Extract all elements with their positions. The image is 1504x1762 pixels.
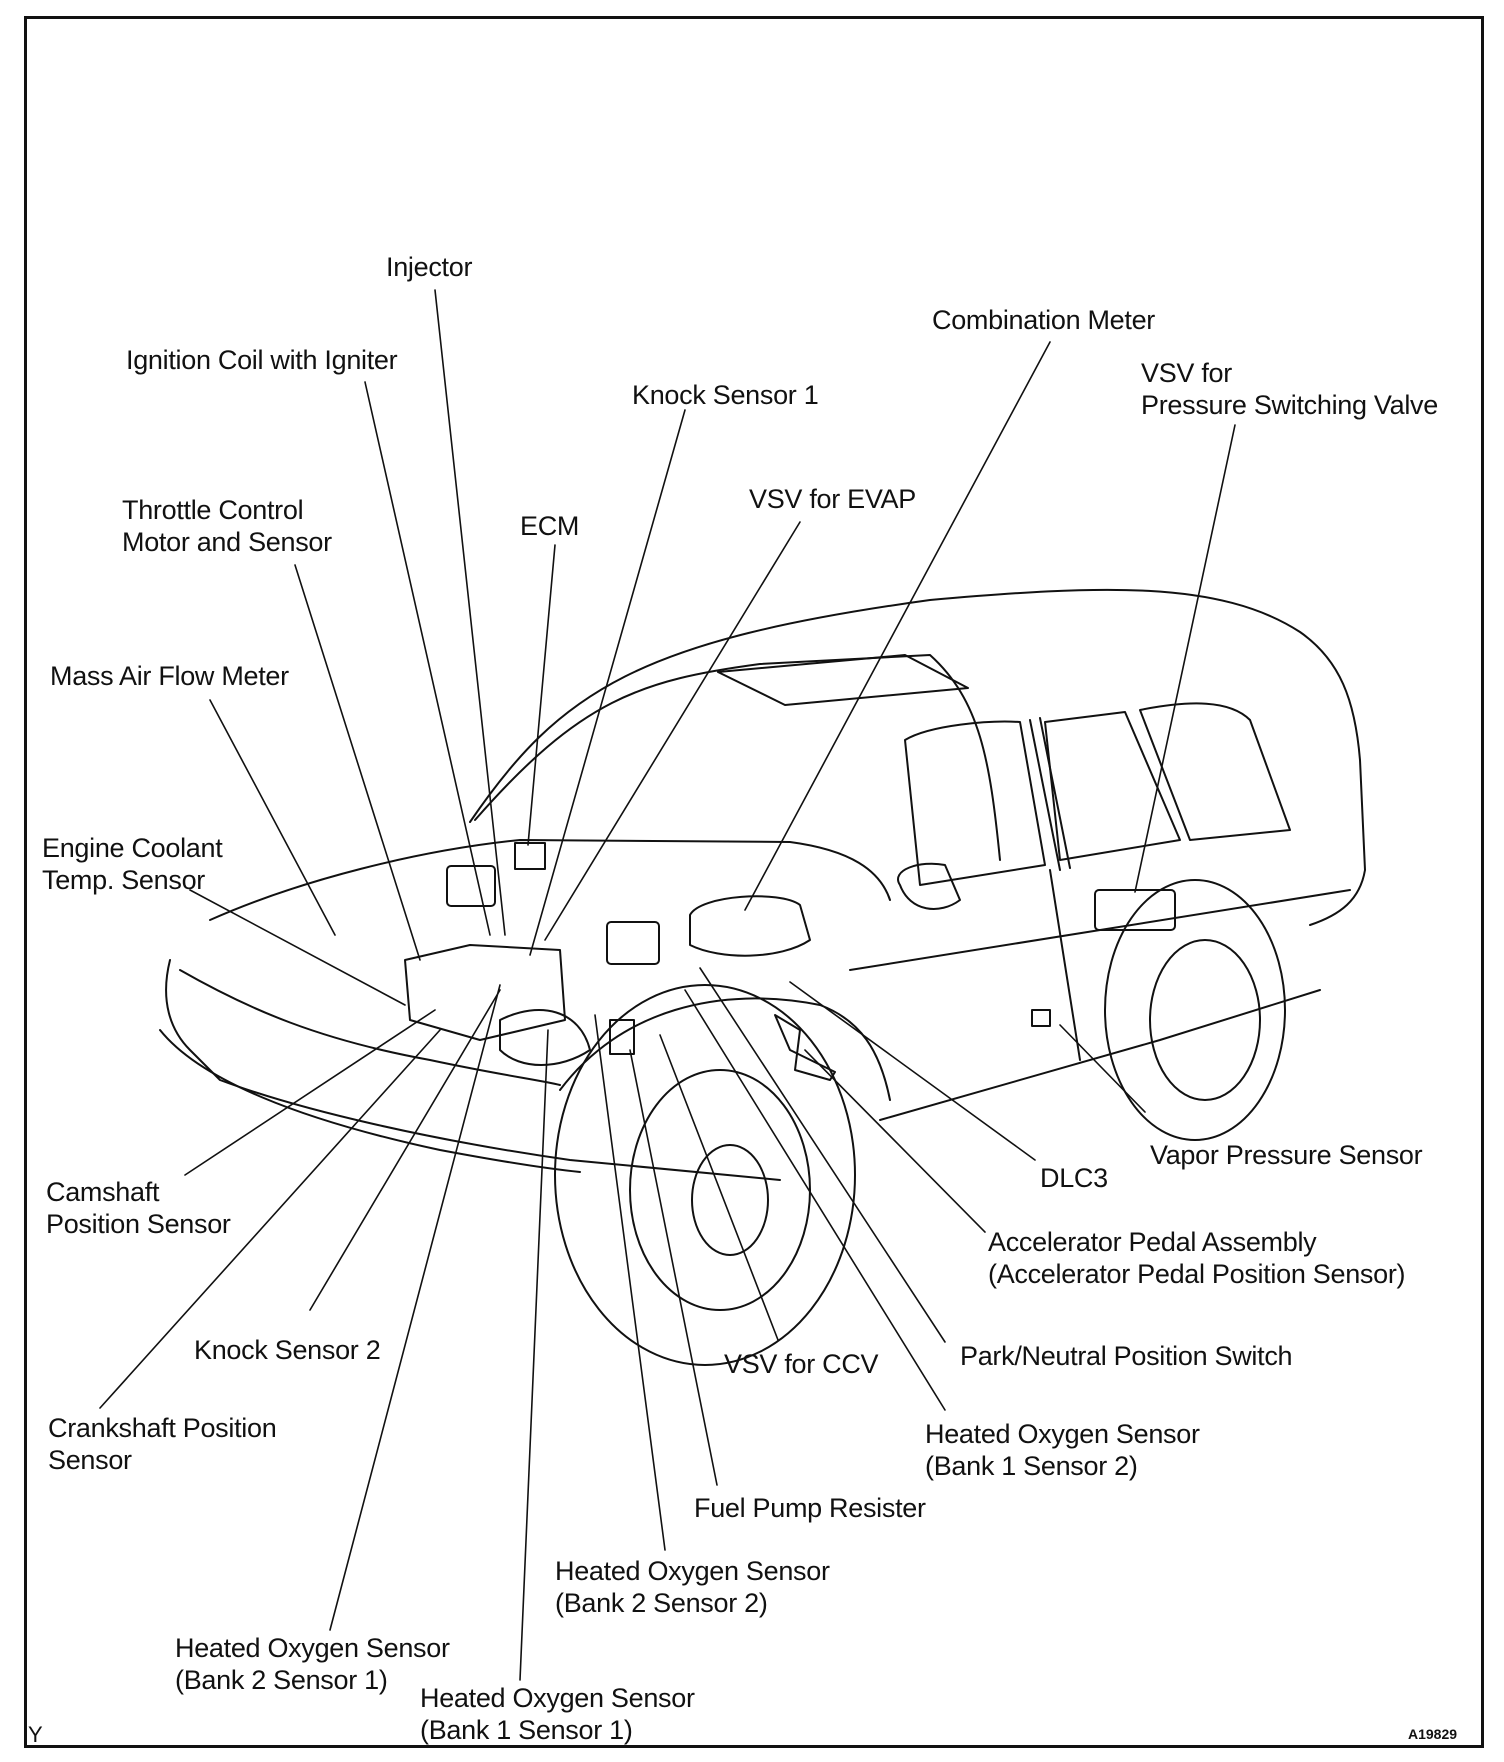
headlight [499,1009,591,1066]
vapor-pressure-box [1031,1009,1051,1027]
bumper [159,1029,581,1173]
hood-line [209,839,891,921]
leader-vsv-ccv [659,1034,779,1341]
front-wheel-inner [629,1069,811,1311]
label-ect-line1: Engine Coolant [42,833,223,863]
label-throttle-line1: Throttle Control [122,495,304,525]
corner-mark: Y [28,1722,43,1747]
label-camshaft-line2: Position Sensor [46,1209,231,1239]
label-dlc3: DLC3 [1040,1163,1108,1193]
engine-block [404,944,566,1041]
label-combination-meter: Combination Meter [932,305,1156,335]
label-knock-sensor-2: Knock Sensor 2 [194,1335,381,1365]
leader-vapor-pressure [1059,1024,1146,1113]
leader-throttle [294,564,421,961]
label-camshaft-line1: Camshaft [46,1177,160,1207]
ecm-box [514,842,546,870]
front-wheel-hub [691,1144,769,1256]
leader-fuel-pump [629,1049,718,1486]
label-ignition-coil: Ignition Coil with Igniter [126,345,398,375]
b-pillar [1029,717,1071,871]
label-fuel-pump-resister: Fuel Pump Resister [694,1493,926,1523]
label-vapor-pressure: Vapor Pressure Sensor [1150,1140,1423,1170]
label-accelerator-line1: Accelerator Pedal Assembly [988,1227,1317,1257]
leader-ignition-coil [364,381,491,936]
fuel-pump-resister-box [609,1019,635,1055]
washer-reservoir [606,921,660,965]
label-ho2-b2s2-line1: Heated Oxygen Sensor [555,1556,830,1586]
leader-accelerator [804,1049,986,1233]
label-park-neutral: Park/Neutral Position Switch [960,1341,1293,1371]
front-door-window [904,720,1046,886]
label-ho2-b2s2-line2: (Bank 2 Sensor 2) [555,1588,768,1618]
grille [179,969,561,1086]
label-ho2-b1s1-line1: Heated Oxygen Sensor [420,1683,695,1713]
leader-knock-sensor-2 [309,989,501,1311]
label-maf: Mass Air Flow Meter [50,661,289,691]
label-accelerator-line2: (Accelerator Pedal Position Sensor) [988,1259,1406,1289]
rear-door-window [1044,711,1181,861]
leader-ho2-b1s1 [519,1029,549,1681]
brake-reservoir [446,865,496,907]
leader-ho2-b2s1 [329,984,501,1631]
leader-combination-meter [744,341,1051,911]
rocker-panel [879,989,1321,1121]
leader-ecm [527,544,556,846]
front-body [165,959,781,1181]
sunroof [717,654,969,706]
label-ecm: ECM [520,511,580,541]
label-ho2-b1s2-line2: (Bank 1 Sensor 2) [925,1451,1138,1481]
label-vsv-evap: VSV for EVAP [749,484,916,514]
label-ect-line2: Temp. Sensor [42,865,205,895]
diagram-frame [24,16,1484,1748]
label-crankshaft-line2: Sensor [48,1445,132,1475]
leader-camshaft [184,1009,436,1176]
leader-crankshaft [99,1029,441,1409]
windshield [474,654,1001,861]
leader-injector [434,289,506,936]
leader-knock-sensor-1 [529,409,686,956]
label-ho2-b2s1-line1: Heated Oxygen Sensor [175,1633,450,1663]
rear-quarter-window [1139,702,1291,841]
leader-ho2-b1s2 [684,989,946,1411]
label-knock-sensor-1: Knock Sensor 1 [632,380,819,410]
label-vsv-pressure-line1: VSV for [1141,358,1232,388]
rear-wheel-inner [1149,939,1261,1101]
leader-vsv-pressure [1134,424,1236,893]
label-ho2-b1s2-line1: Heated Oxygen Sensor [925,1419,1200,1449]
leader-vsv-evap [544,521,801,941]
side-mirror [897,862,961,910]
leader-ho2-b2s2 [594,1014,666,1551]
label-vsv-pressure-line2: Pressure Switching Valve [1141,390,1438,420]
leader-maf [209,699,336,936]
label-throttle-line2: Motor and Sensor [122,527,332,557]
leader-dlc3 [789,981,1036,1161]
leader-ect [189,889,406,1006]
label-vsv-ccv: VSV for CCV [724,1349,879,1379]
label-crankshaft-line1: Crankshaft Position [48,1413,277,1443]
label-ho2-b2s1-line2: (Bank 2 Sensor 1) [175,1665,388,1695]
roof-outline [469,588,1366,926]
figure-code: A19829 [1408,1726,1458,1742]
label-injector: Injector [386,252,473,282]
accelerator-pedal [774,1014,836,1081]
door-seam [1049,869,1081,1061]
label-ho2-b1s1-line2: (Bank 1 Sensor 1) [420,1715,633,1745]
combination-meter-shape [689,895,811,957]
leader-park-neutral [699,967,946,1343]
front-wheel-outer [554,984,856,1366]
rear-wheel-outer [1104,879,1286,1141]
fender [559,997,891,1101]
